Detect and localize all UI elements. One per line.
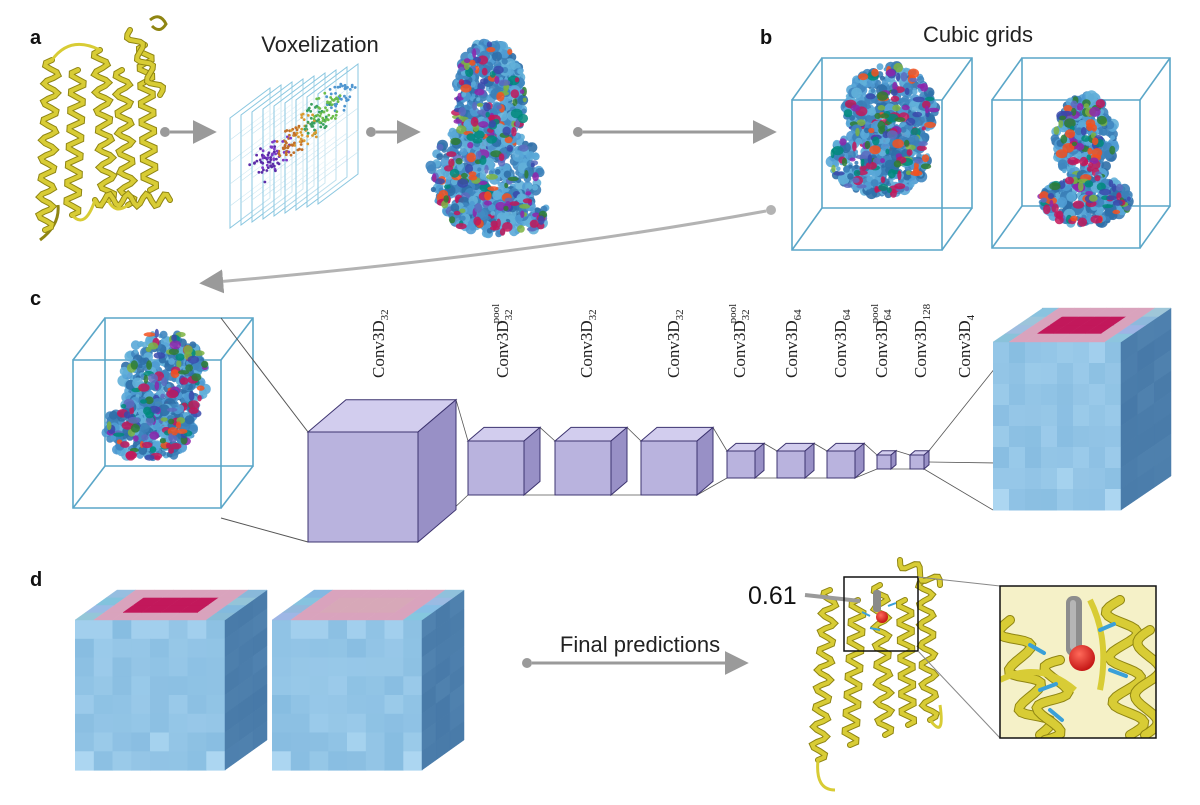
protein-ribbon-structure (34, 15, 173, 242)
svg-text:Conv3D32: Conv3D32 (664, 309, 686, 378)
layer-box-5 (725, 442, 766, 480)
layer-label-10: Conv3D4 (955, 314, 977, 378)
layer-box-8 (875, 449, 898, 471)
binding-site-zoom (999, 585, 1157, 739)
score-pointer-line (804, 593, 861, 603)
layer-label-2: Conv3D32pool (490, 304, 515, 378)
layer-labels: Conv3D32 Conv3D32pool Conv3D32 Conv3D32 Conv… (369, 303, 977, 378)
flow-arrow-curved (199, 205, 776, 294)
prediction-score: 0.61 (748, 582, 797, 610)
panel-label-d: d (30, 569, 42, 591)
layer-label-3: Conv3D32 (577, 309, 599, 378)
layer-box-7 (825, 442, 866, 480)
cubic-grids-title: Cubic grids (923, 22, 1033, 47)
svg-text:Conv3D64pool: Conv3D64pool (869, 304, 894, 378)
cubic-grid-1 (791, 57, 973, 251)
layer-label-5: Conv3D32pool (727, 304, 752, 378)
layer-label-7: Conv3D64 (831, 309, 853, 378)
svg-text:Conv3D4: Conv3D4 (955, 314, 977, 378)
final-predictions-title: Final predictions (560, 632, 720, 657)
layer-box-9 (908, 449, 931, 471)
voxelization-title: Voxelization (261, 32, 378, 57)
layer-box-6 (775, 442, 816, 480)
zoom-connector-top (917, 576, 1001, 587)
prediction-cube-2 (271, 589, 465, 771)
prediction-cube-1 (74, 589, 268, 771)
svg-text:Conv3D64: Conv3D64 (831, 309, 853, 378)
svg-text:Conv3D128: Conv3D128 (911, 303, 933, 378)
flow-arrow-3 (573, 120, 777, 144)
layer-box-1 (306, 398, 458, 544)
layer-box-4 (639, 426, 715, 497)
layer-box-2 (466, 426, 542, 497)
layer-label-8: Conv3D64pool (869, 304, 894, 378)
voxelized-protein (425, 38, 550, 239)
svg-text:Conv3D64: Conv3D64 (782, 309, 804, 378)
layer-connector-lines (220, 307, 1044, 543)
svg-text:Conv3D32pool: Conv3D32pool (727, 304, 752, 378)
svg-text:Conv3D32pool: Conv3D32pool (490, 304, 515, 378)
layer-box-3 (553, 426, 629, 497)
flow-arrow-2 (366, 120, 421, 144)
layer-label-1: Conv3D32 (369, 309, 391, 378)
layer-label-9: Conv3D128 (911, 303, 933, 378)
panel-label-b: b (760, 27, 772, 49)
input-cubic-grid (72, 317, 254, 509)
panel-label-a: a (30, 27, 42, 49)
svg-text:Conv3D32: Conv3D32 (369, 309, 391, 378)
protein-with-binding-site (808, 557, 943, 792)
zoom-connector-bottom (917, 650, 1001, 739)
output-voxel-cube (992, 307, 1172, 511)
cubic-grid-2 (991, 57, 1171, 249)
panel-label-c: c (30, 288, 41, 310)
network-layers (306, 398, 931, 544)
flow-arrow-1 (160, 120, 217, 144)
voxel-slices-stack (229, 63, 359, 229)
layer-label-6: Conv3D64 (782, 309, 804, 378)
final-predictions-arrow (522, 651, 749, 675)
layer-label-4: Conv3D32 (664, 309, 686, 378)
svg-text:Conv3D32: Conv3D32 (577, 309, 599, 378)
binding-site-box (843, 576, 919, 652)
